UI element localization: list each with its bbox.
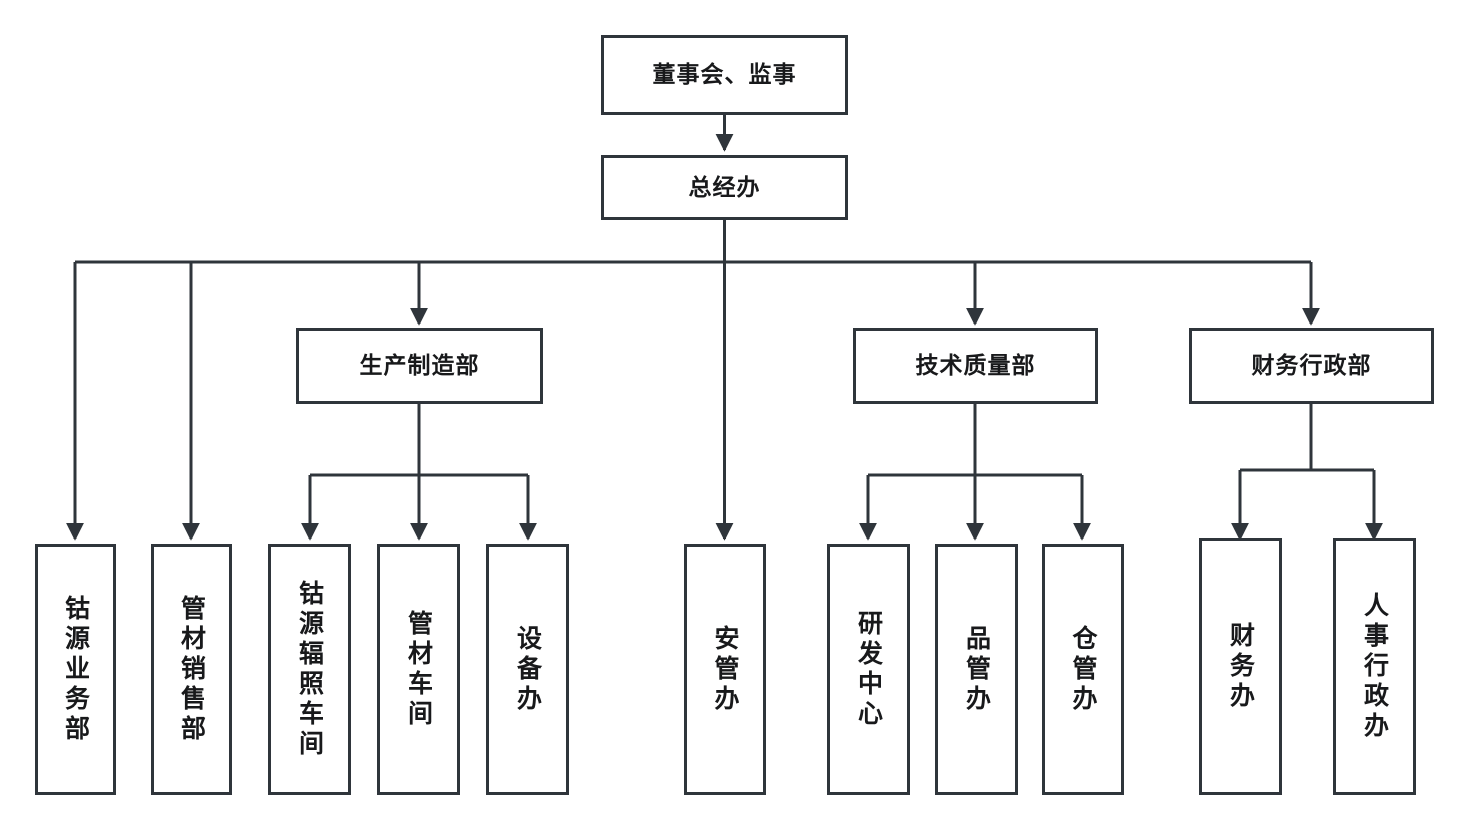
- node-safety-office[interactable]: 安管办: [684, 544, 766, 795]
- node-pipe-sales[interactable]: 管材销售部: [151, 544, 232, 795]
- node-production-dept-label: 生产制造部: [359, 352, 480, 379]
- node-warehouse-office[interactable]: 仓管办: [1042, 544, 1124, 795]
- node-cobalt-business[interactable]: 钴源业务部: [35, 544, 116, 795]
- node-rd-center-label: 研发中心: [854, 609, 883, 730]
- node-board[interactable]: 董事会、监事: [601, 35, 848, 115]
- node-hr-admin-office[interactable]: 人事行政办: [1333, 538, 1416, 795]
- node-rd-center[interactable]: 研发中心: [827, 544, 910, 795]
- node-hr-admin-office-label: 人事行政办: [1360, 591, 1389, 742]
- node-production-dept[interactable]: 生产制造部: [296, 328, 543, 404]
- node-warehouse-office-label: 仓管办: [1069, 624, 1097, 715]
- node-equipment-office-label: 设备办: [513, 624, 542, 715]
- node-equipment-office[interactable]: 设备办: [486, 544, 569, 795]
- node-finance-office-label: 财务办: [1226, 621, 1255, 712]
- node-cobalt-irradiation-workshop-label: 钴源辐照车间: [295, 579, 324, 760]
- node-pipe-workshop-label: 管材车间: [404, 609, 433, 730]
- node-general-manager-office[interactable]: 总经办: [601, 155, 848, 220]
- node-pipe-sales-label: 管材销售部: [177, 594, 206, 745]
- node-pipe-workshop[interactable]: 管材车间: [377, 544, 460, 795]
- node-board-label: 董事会、监事: [652, 61, 797, 88]
- node-finance-office[interactable]: 财务办: [1199, 538, 1282, 795]
- node-finance-admin-dept[interactable]: 财务行政部: [1189, 328, 1434, 404]
- node-general-manager-office-label: 总经办: [688, 173, 761, 200]
- node-tech-quality-dept[interactable]: 技术质量部: [853, 328, 1098, 404]
- node-cobalt-business-label: 钴源业务部: [61, 594, 90, 745]
- node-cobalt-irradiation-workshop[interactable]: 钴源辐照车间: [268, 544, 351, 795]
- node-finance-admin-dept-label: 财务行政部: [1251, 352, 1372, 379]
- node-quality-office-label: 品管办: [962, 624, 991, 715]
- node-quality-office[interactable]: 品管办: [935, 544, 1018, 795]
- node-safety-office-label: 安管办: [711, 624, 739, 715]
- node-tech-quality-dept-label: 技术质量部: [915, 352, 1036, 379]
